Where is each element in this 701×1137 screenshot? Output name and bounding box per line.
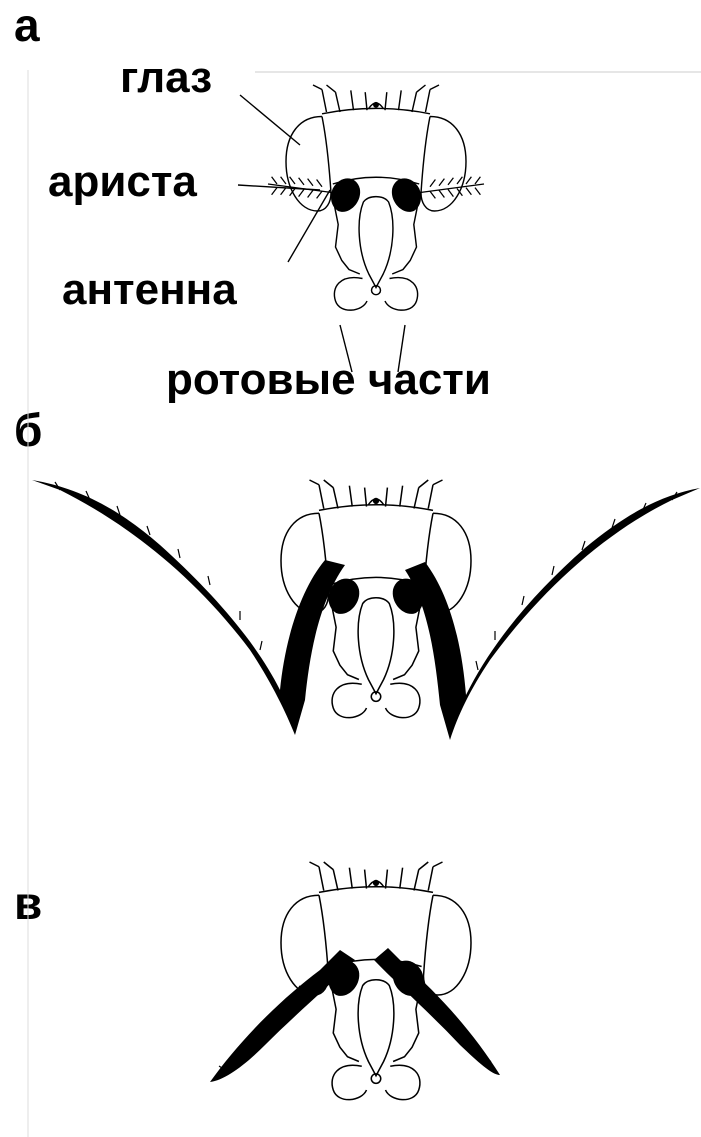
leg-like-antennae xyxy=(32,480,700,740)
head-normal xyxy=(268,85,484,310)
leader-lines xyxy=(238,95,405,372)
